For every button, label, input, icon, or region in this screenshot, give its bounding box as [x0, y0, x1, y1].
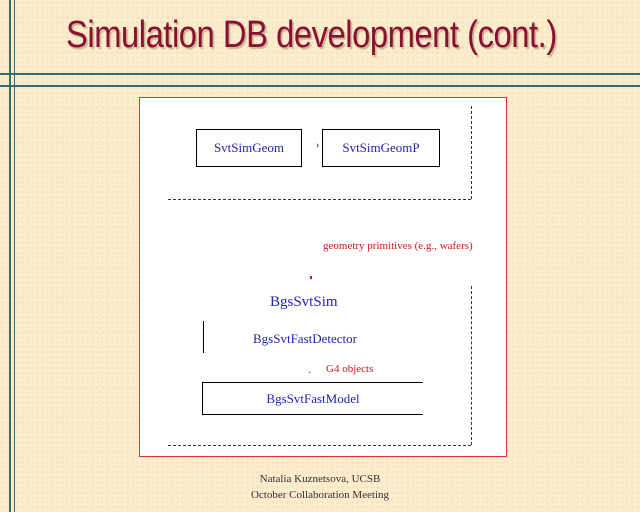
down-arrow-glyph: ˇ [308, 370, 311, 380]
svt-sim-geom-p-box: SvtSimGeomP [322, 129, 440, 167]
bgs-svt-fast-detector-label: BgsSvtFastDetector [253, 331, 357, 346]
upper-group-bottom-border [168, 199, 471, 200]
footer-event: October Collaboration Meeting [250, 489, 390, 501]
arrow-glyph: › [316, 140, 320, 151]
slide-title: Simulation DB development (cont.) [66, 14, 557, 56]
footer-author: Natalia Kuznetsova, UCSB [259, 473, 381, 485]
svt-sim-geom-box: SvtSimGeom [196, 129, 302, 167]
upper-group-right-border [471, 106, 472, 199]
diagram-panel: SvtSimGeom › SvtSimGeomP geometry primit… [139, 97, 507, 457]
top-rule-upper [0, 73, 640, 75]
geometry-primitives-label: geometry primitives (e.g., wafers) [323, 240, 473, 252]
bgs-svt-sim-label: BgsSvtSim [270, 294, 338, 310]
g4-objects-label: G4 objects [326, 363, 374, 375]
top-rule-lower [0, 85, 640, 87]
bgs-svt-fast-model-box: BgsSvtFastModel [202, 382, 423, 415]
left-rule-inner [14, 0, 15, 512]
left-rule-outer [9, 0, 11, 512]
left-connector-line [203, 321, 204, 353]
marker-dot [310, 276, 312, 279]
lower-group-bottom-border [168, 445, 471, 446]
lower-group-right-border [471, 286, 472, 445]
